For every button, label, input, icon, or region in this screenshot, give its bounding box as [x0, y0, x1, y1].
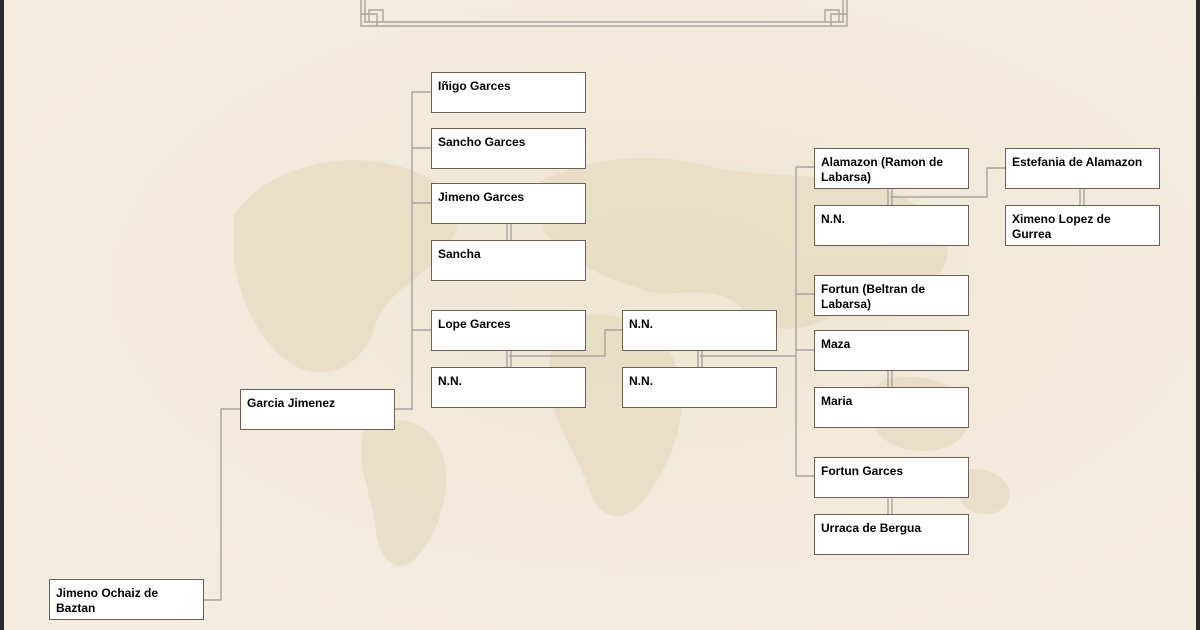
- person-sancha[interactable]: Sancha: [431, 240, 586, 281]
- person-sancho-garces[interactable]: Sancho Garces: [431, 128, 586, 169]
- person-nn-child-lope[interactable]: N.N.: [622, 310, 777, 351]
- person-fortun-garces[interactable]: Fortun Garces: [814, 457, 969, 498]
- person-fortun-beltran[interactable]: Fortun (Beltran de Labarsa): [814, 275, 969, 316]
- person-estefania-de-alamazon[interactable]: Estefania de Alamazon: [1005, 148, 1160, 189]
- person-nn-spouse-alamazon[interactable]: N.N.: [814, 205, 969, 246]
- person-urraca-de-bergua[interactable]: Urraca de Bergua: [814, 514, 969, 555]
- person-jimeno-ochaiz-de-baztan[interactable]: Jimeno Ochaiz de Baztan: [49, 579, 204, 620]
- person-maria[interactable]: Maria: [814, 387, 969, 428]
- person-jimeno-garces[interactable]: Jimeno Garces: [431, 183, 586, 224]
- person-ximeno-lopez-de-gurrea[interactable]: Ximeno Lopez de Gurrea: [1005, 205, 1160, 246]
- person-lope-garces[interactable]: Lope Garces: [431, 310, 586, 351]
- person-nn-spouse[interactable]: N.N.: [622, 367, 777, 408]
- person-alamazon[interactable]: Alamazon (Ramon de Labarsa): [814, 148, 969, 189]
- person-garcia-jimenez[interactable]: Garcia Jimenez: [240, 389, 395, 430]
- person-inigo-garces[interactable]: Iñigo Garces: [431, 72, 586, 113]
- person-maza[interactable]: Maza: [814, 330, 969, 371]
- connector-lines: [203, 0, 1085, 601]
- person-nn-spouse-lope[interactable]: N.N.: [431, 367, 586, 408]
